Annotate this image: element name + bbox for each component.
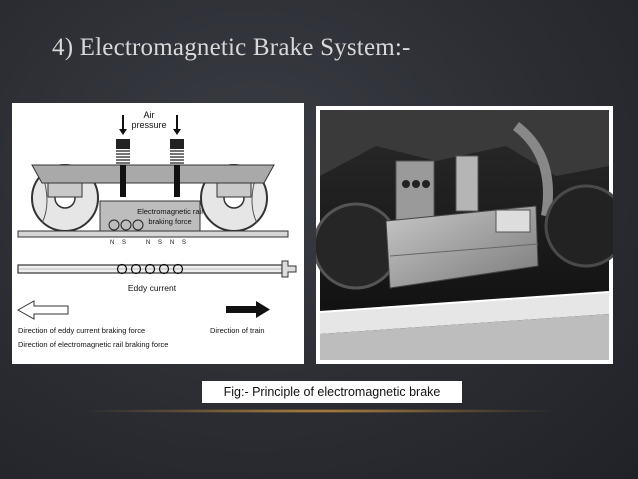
train-direction-arrow: [226, 301, 270, 318]
rail: [17, 230, 289, 238]
decorative-glow-line: [90, 409, 550, 413]
axle-box-right: [216, 182, 252, 198]
pole-label: N: [110, 240, 114, 246]
figure-caption: Fig:- Principle of electromagnetic brake: [202, 381, 462, 403]
air-pressure-arrow-left: [119, 115, 127, 135]
em-braking-direction-label: Direction of electromagnetic rail brakin…: [18, 340, 168, 349]
pole-labels: N S N S N S: [110, 240, 186, 246]
bogie-frame: [31, 164, 275, 184]
rail-side-view: [17, 260, 297, 278]
air-pressure-arrow-right: [173, 115, 181, 135]
brake-principle-diagram: Air pressure: [12, 103, 304, 364]
train-direction-label: Direction of train: [210, 326, 265, 335]
eddy-current-label: Eddy current: [128, 283, 177, 293]
pole-label: S: [158, 240, 162, 246]
photo-rail: [320, 292, 609, 334]
em-force-label-2: braking force: [148, 217, 191, 226]
eddy-current-swirls: [116, 263, 184, 275]
em-force-label-1: Electromagnetic rail: [137, 207, 203, 216]
air-pressure-label-2: pressure: [131, 120, 166, 130]
cylinder-left: [116, 139, 130, 197]
pole-label: N: [170, 240, 174, 246]
pole-label: N: [146, 240, 150, 246]
pole-label: S: [182, 240, 186, 246]
magnet-coils: [108, 219, 144, 231]
air-pressure-label-1: Air: [144, 110, 155, 120]
eddy-braking-direction-label: Direction of eddy current braking force: [18, 326, 145, 335]
pole-label: S: [122, 240, 126, 246]
slide-title: 4) Electromagnetic Brake System:-: [52, 34, 411, 61]
electromagnet-block: [99, 200, 201, 232]
axle-box-left: [47, 182, 83, 198]
brake-photo: [312, 106, 628, 364]
braking-force-arrow: [16, 300, 69, 320]
cylinder-right: [170, 139, 184, 197]
